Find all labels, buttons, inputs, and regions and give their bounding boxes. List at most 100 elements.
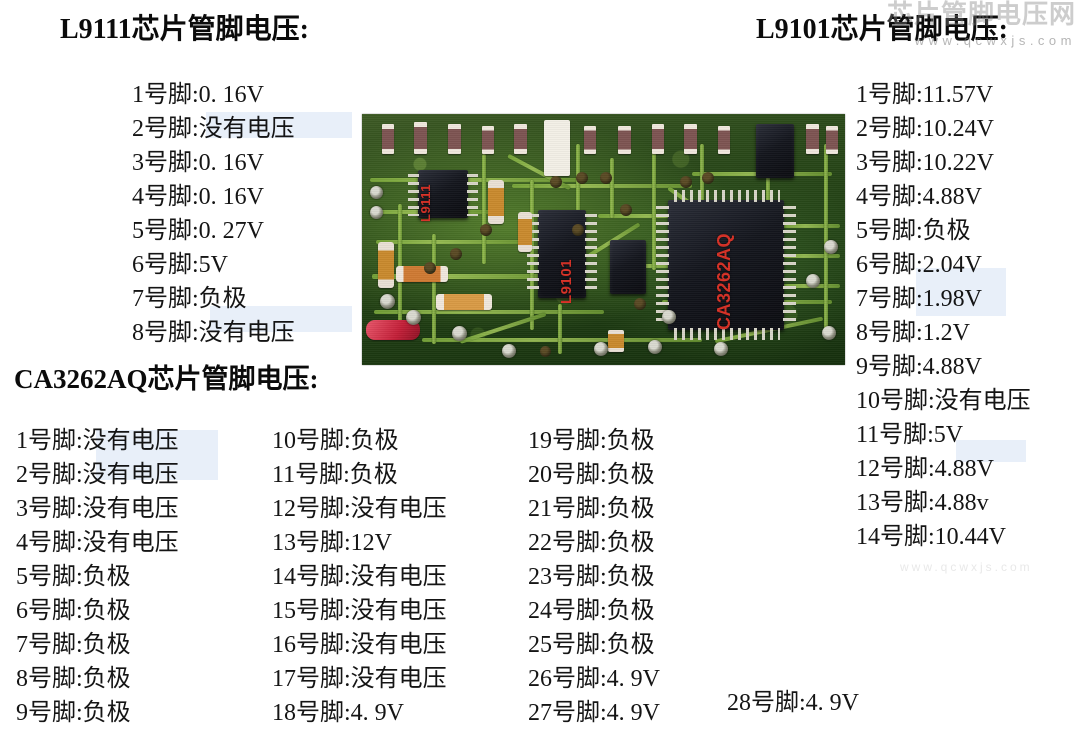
ca3262aq-pin-label: 18号脚: xyxy=(272,700,351,726)
l9111-pin-row: 3号脚:0. 16V xyxy=(132,146,295,180)
l9101-pin-label: 3号脚: xyxy=(856,150,923,176)
ca3262aq-pin-value: 没有电压 xyxy=(350,598,447,624)
ca3262aq-pin-row: 26号脚:4. 9V xyxy=(528,662,660,696)
l9101-pin-value: 1.98V xyxy=(922,286,983,312)
via-hole xyxy=(634,298,646,310)
solder-pad xyxy=(648,340,662,354)
l9111-pin-row: 5号脚:0. 27V xyxy=(132,214,295,248)
l9101-pin-label: 10号脚: xyxy=(856,388,935,414)
solder-pad xyxy=(662,310,676,324)
l9111-section-title: L9111芯片管脚电压: xyxy=(60,14,309,45)
l9101-pin-label: 7号脚: xyxy=(856,286,923,312)
axial-resistor xyxy=(396,266,448,282)
ca3262aq-pin-label: 6号脚: xyxy=(16,598,83,624)
l9111-pin-value: 0. 16V xyxy=(198,150,265,176)
ca3262aq-pin-value: 负极 xyxy=(606,496,655,522)
ca3262aq-pin-row: 21号脚:负极 xyxy=(528,492,660,526)
ca3262aq-pin-value: 没有电压 xyxy=(82,428,179,454)
l9111-pin-value: 负极 xyxy=(198,286,247,312)
smd-component xyxy=(618,126,631,154)
leaded-resistor xyxy=(518,212,532,252)
via-hole xyxy=(576,172,588,184)
smd-component xyxy=(608,330,624,352)
ca3262aq-pin-row: 20号脚:负极 xyxy=(528,458,660,492)
ca3262aq-pin-row: 11号脚:负极 xyxy=(272,458,447,492)
smd-diode xyxy=(544,120,570,176)
solder-pad xyxy=(594,342,608,356)
ca3262aq-pin-value: 负极 xyxy=(350,428,399,454)
l9111-pin-row: 6号脚:5V xyxy=(132,248,295,282)
ca3262aq-pin-label: 21号脚: xyxy=(528,496,607,522)
solder-pad xyxy=(714,342,728,356)
l9101-pin-label: 6号脚: xyxy=(856,252,923,278)
ca3262aq-pin-value: 负极 xyxy=(606,462,655,488)
ca3262aq-pin-label: 20号脚: xyxy=(528,462,607,488)
l9111-pin-row: 4号脚:0. 16V xyxy=(132,180,295,214)
smd-component xyxy=(826,126,838,154)
l9111-pin-value: 0. 27V xyxy=(198,218,265,244)
ca3262aq-pin-row: 8号脚:负极 xyxy=(16,662,179,696)
ca3262aq-pin-label: 8号脚: xyxy=(16,666,83,692)
ca3262aq-pin-value: 没有电压 xyxy=(350,564,447,590)
l9101-pin-value: 4.88V xyxy=(934,456,995,482)
l9101-pin-value: 10.44V xyxy=(934,524,1007,550)
l9101-pin-row: 12号脚:4.88V xyxy=(856,452,1031,486)
l9101-pin-value: 1.2V xyxy=(922,320,971,346)
ca3262aq-pin-label: 19号脚: xyxy=(528,428,607,454)
l9101-pin-row: 1号脚:11.57V xyxy=(856,78,1031,112)
smd-ic-small xyxy=(756,124,794,178)
via-hole xyxy=(540,346,551,357)
ic-ca3262aq-legs-right xyxy=(783,206,796,326)
l9101-pin-row: 6号脚:2.04V xyxy=(856,248,1031,282)
l9111-pin-value: 没有电压 xyxy=(198,320,295,346)
ca3262aq-pin-value: 12V xyxy=(350,530,393,556)
ca3262aq-pin-row: 12号脚:没有电压 xyxy=(272,492,447,526)
ca3262aq-pin-label: 11号脚: xyxy=(272,462,350,488)
ca3262aq-pin-row: 7号脚:负极 xyxy=(16,628,179,662)
ca3262aq-pin-label: 1号脚: xyxy=(16,428,83,454)
l9101-pin-row: 13号脚:4.88v xyxy=(856,486,1031,520)
l9101-pin-row: 2号脚:10.24V xyxy=(856,112,1031,146)
via-hole xyxy=(572,224,584,236)
l9111-pin-value: 0. 16V xyxy=(198,82,265,108)
leaded-resistor xyxy=(378,242,394,288)
ca3262aq-pin-row: 13号脚:12V xyxy=(272,526,447,560)
ca3262aq-section-title: CA3262AQ芯片管脚电压: xyxy=(14,364,319,394)
ca3262aq-pin-label: 25号脚: xyxy=(528,632,607,658)
ic-ca3262aq xyxy=(668,200,784,330)
solder-pad xyxy=(806,274,820,288)
l9111-pin-label: 6号脚: xyxy=(132,252,199,278)
l9101-pin-label: 1号脚: xyxy=(856,82,923,108)
ca3262aq-pin-value: 没有电压 xyxy=(350,666,447,692)
l9101-pin-value: 负极 xyxy=(922,218,971,244)
ca3262aq-pin-row: 5号脚:负极 xyxy=(16,560,179,594)
via-hole xyxy=(702,172,714,184)
solder-pad xyxy=(452,326,467,341)
axial-resistor xyxy=(436,294,492,310)
ic-ca3262aq-legs-bottom xyxy=(674,328,780,340)
solder-pad xyxy=(824,240,838,254)
l9111-pin-label: 3号脚: xyxy=(132,150,199,176)
l9101-pin-row: 9号脚:4.88V xyxy=(856,350,1031,384)
ca3262aq-pin-row: 2号脚:没有电压 xyxy=(16,458,179,492)
via-hole xyxy=(550,176,562,188)
chip-mark-ca3262aq: CA3262AQ xyxy=(714,232,734,330)
l9111-pin-label: 8号脚: xyxy=(132,320,199,346)
l9111-pin-label: 4号脚: xyxy=(132,184,199,210)
l9111-pin-row: 7号脚:负极 xyxy=(132,282,295,316)
l9111-pin-value: 5V xyxy=(198,252,229,278)
ca3262aq-pin-row: 1号脚:没有电压 xyxy=(16,424,179,458)
l9111-pin-label: 2号脚: xyxy=(132,116,199,142)
ic-l9111-legs-right xyxy=(467,174,478,216)
smd-component xyxy=(684,124,697,154)
ca3262aq-pin-row: 14号脚:没有电压 xyxy=(272,560,447,594)
smd-component xyxy=(514,124,527,154)
ca3262aq-pin-row: 24号脚:负极 xyxy=(528,594,660,628)
l9111-pin-label: 7号脚: xyxy=(132,286,199,312)
l9101-pin-label: 9号脚: xyxy=(856,354,923,380)
l9101-pin-label: 4号脚: xyxy=(856,184,923,210)
ca3262aq-pin-label: 15号脚: xyxy=(272,598,351,624)
l9101-pin-row: 8号脚:1.2V xyxy=(856,316,1031,350)
l9111-pin-label: 5号脚: xyxy=(132,218,199,244)
